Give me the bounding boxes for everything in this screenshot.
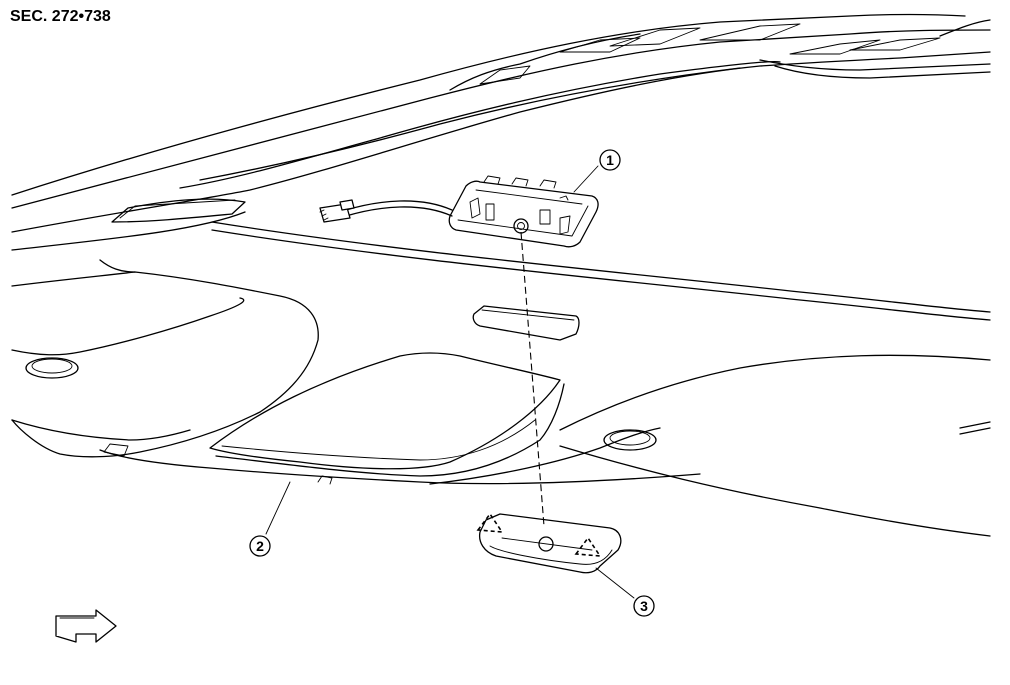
headlining-plate [472, 305, 580, 341]
leader-lines [265, 165, 635, 599]
callout-2: 2 [249, 535, 271, 557]
map-lamp-housing [448, 175, 599, 248]
center-panel-opening [209, 352, 565, 477]
alignment-line [520, 231, 545, 527]
front-arrow-icon [55, 609, 117, 643]
headlining-hole-right [603, 429, 657, 451]
headlining-hole-left [25, 357, 79, 379]
callout-2-number: 2 [256, 538, 264, 554]
headlining-clips [103, 443, 333, 485]
front-bracket-left [111, 198, 246, 223]
callout-3-number: 3 [640, 598, 648, 614]
roof-front-edge [11, 13, 991, 251]
callout-1-number: 1 [606, 152, 614, 168]
callout-1: 1 [599, 149, 621, 171]
callout-3: 3 [633, 595, 655, 617]
lamp-harness [319, 199, 453, 223]
headlining-body [11, 221, 991, 537]
map-lamp-lens [476, 512, 622, 574]
headlining-slot-right [959, 421, 991, 435]
section-code: SEC. 272•738 [10, 8, 111, 25]
